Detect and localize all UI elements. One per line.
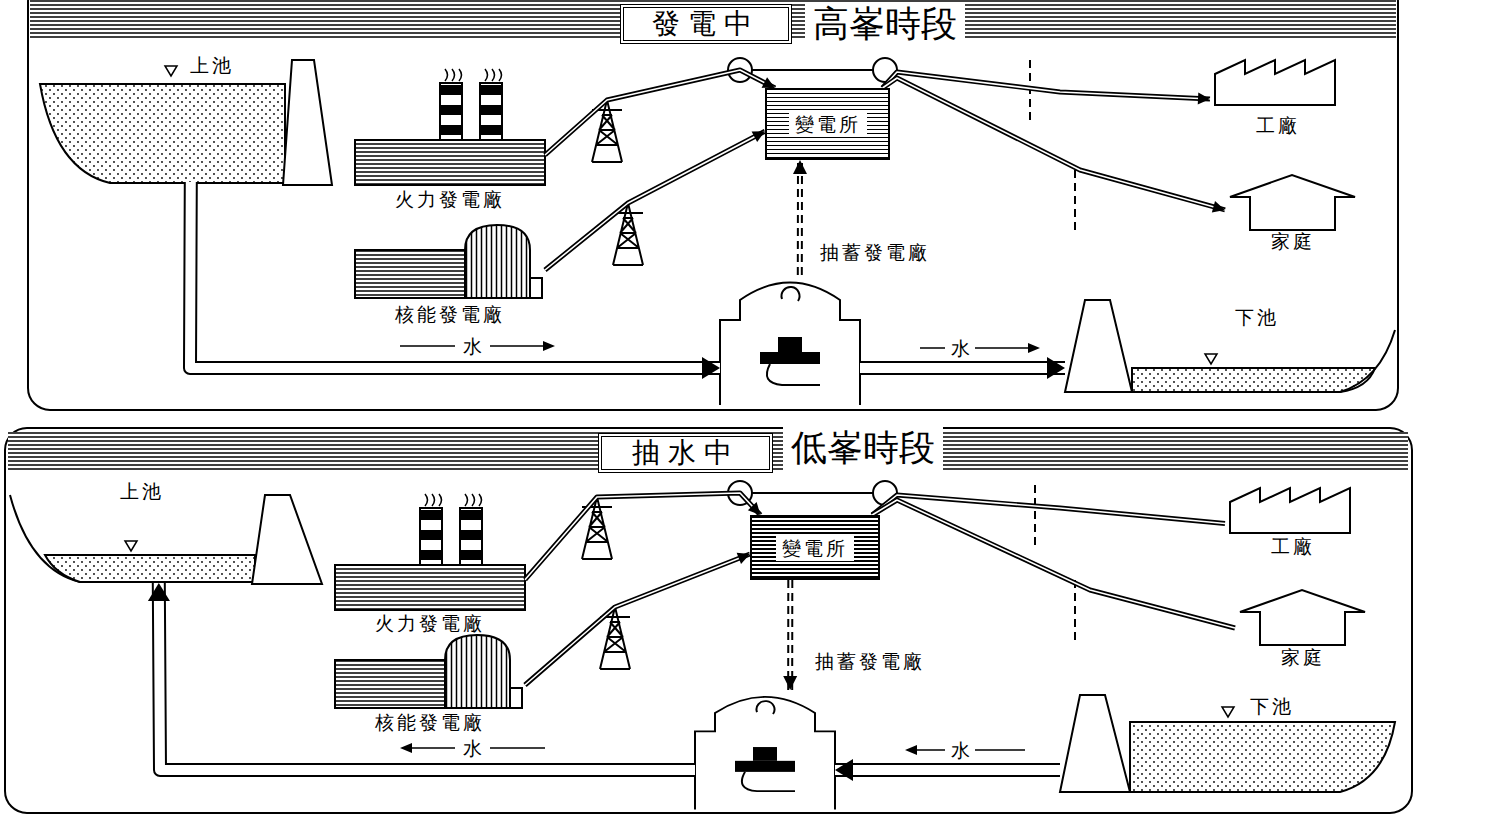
line-inner: [545, 131, 765, 270]
line-inner: [883, 78, 1226, 210]
thermal-plant: 火力發電廠: [355, 140, 545, 215]
flow-label: 水: [460, 737, 485, 759]
line-outer: [525, 554, 750, 685]
node-label: 上池: [120, 480, 164, 502]
node-label: 核能發電廠: [355, 303, 545, 325]
pumped-storage-plant: 抽蓄發電廠: [720, 275, 860, 405]
node-label: 工廠: [1225, 535, 1360, 557]
nuclear-plant: 核能發電廠: [335, 635, 525, 735]
arrowhead: [1212, 201, 1225, 213]
line-inner: [799, 160, 801, 275]
line-outer: [159, 583, 695, 770]
node-label: 下池: [1250, 695, 1294, 717]
arrowhead: [783, 676, 797, 690]
line-outer: [860, 361, 1065, 375]
mode-box: 抽水中: [598, 433, 773, 473]
arrowhead: [702, 357, 720, 379]
node-label: 上池: [190, 54, 234, 76]
line-outer: [190, 182, 720, 368]
arrowhead: [148, 583, 170, 601]
flow-label: 水: [948, 337, 973, 359]
line-outer: [797, 160, 803, 275]
line-outer: [883, 78, 1226, 210]
power-line: [883, 78, 1226, 213]
power-line: [783, 580, 797, 690]
node-label: 抽蓄發電廠: [820, 241, 930, 263]
power-line: [545, 131, 765, 270]
node-label: 核能發電廠: [335, 711, 525, 733]
nuclear-plant: 核能發電廠: [355, 225, 545, 325]
line-outer: [872, 500, 1235, 628]
water-pipe: [860, 357, 1065, 379]
node-label: 變電所: [776, 535, 854, 561]
node-label: 火力發電廠: [335, 612, 525, 634]
flow-label: 水: [948, 739, 973, 761]
upper-reservoir: 上池: [10, 478, 320, 583]
line-outer: [835, 763, 1060, 777]
line-outer: [545, 131, 765, 270]
power-line: [872, 500, 1235, 628]
node-label: 發電中: [652, 9, 760, 39]
line-inner: [190, 182, 720, 368]
line-outer: [525, 493, 760, 580]
arrowhead: [737, 553, 750, 564]
node-label: 工廠: [1210, 114, 1345, 136]
node-label: 抽水中: [632, 438, 740, 468]
power-line: [793, 160, 807, 275]
power-line: [883, 72, 1211, 104]
lower-reservoir: 下池: [1065, 300, 1390, 392]
period-label: 高峯時段: [805, 2, 965, 46]
line-inner: [872, 495, 1225, 524]
node-label: 火力發電廠: [355, 188, 545, 210]
line-inner: [860, 363, 1065, 373]
house-icon: 家庭: [1235, 586, 1370, 670]
line-inner: [835, 765, 1060, 775]
arrowhead: [793, 160, 807, 174]
water-pipe: [148, 583, 695, 770]
arrowhead: [1198, 92, 1210, 104]
period-label: 低峯時段: [783, 426, 943, 470]
arrowhead: [748, 502, 761, 515]
power-line: [525, 553, 750, 685]
factory-icon: 工廠: [1210, 58, 1345, 140]
arrowhead: [1047, 357, 1065, 379]
line-inner: [525, 493, 760, 580]
upper-reservoir: 上池: [40, 52, 330, 182]
house-icon: 家庭: [1225, 170, 1360, 255]
arrowhead: [752, 131, 765, 142]
arrowhead: [762, 77, 775, 88]
node-label: 抽蓄發電廠: [815, 650, 925, 672]
thermal-plant: 火力發電廠: [335, 565, 525, 635]
line-inner: [159, 583, 695, 770]
arrowhead: [835, 759, 853, 781]
water-pipe: [190, 182, 720, 379]
flow-label: 水: [460, 335, 485, 357]
power-line: [525, 493, 760, 580]
power-line: [872, 495, 1225, 524]
node-label: 變電所: [789, 111, 867, 137]
node-label: 家庭: [1235, 646, 1370, 668]
line-outer: [787, 580, 793, 690]
node-label: 下池: [1235, 306, 1279, 328]
factory-icon: 工廠: [1225, 486, 1360, 561]
lower-reservoir: 下池: [1060, 695, 1395, 792]
line-inner: [525, 554, 750, 685]
mode-box: 發電中: [620, 4, 792, 44]
node-label: 家庭: [1225, 230, 1360, 252]
line-inner: [872, 500, 1235, 628]
water-pipe: [835, 759, 1060, 781]
substation-box: 變電所: [765, 88, 890, 160]
line-outer: [872, 495, 1225, 524]
substation-box: 變電所: [750, 515, 880, 580]
pumped-storage-plant: 抽蓄發電廠: [695, 690, 835, 810]
line-inner: [789, 580, 791, 690]
